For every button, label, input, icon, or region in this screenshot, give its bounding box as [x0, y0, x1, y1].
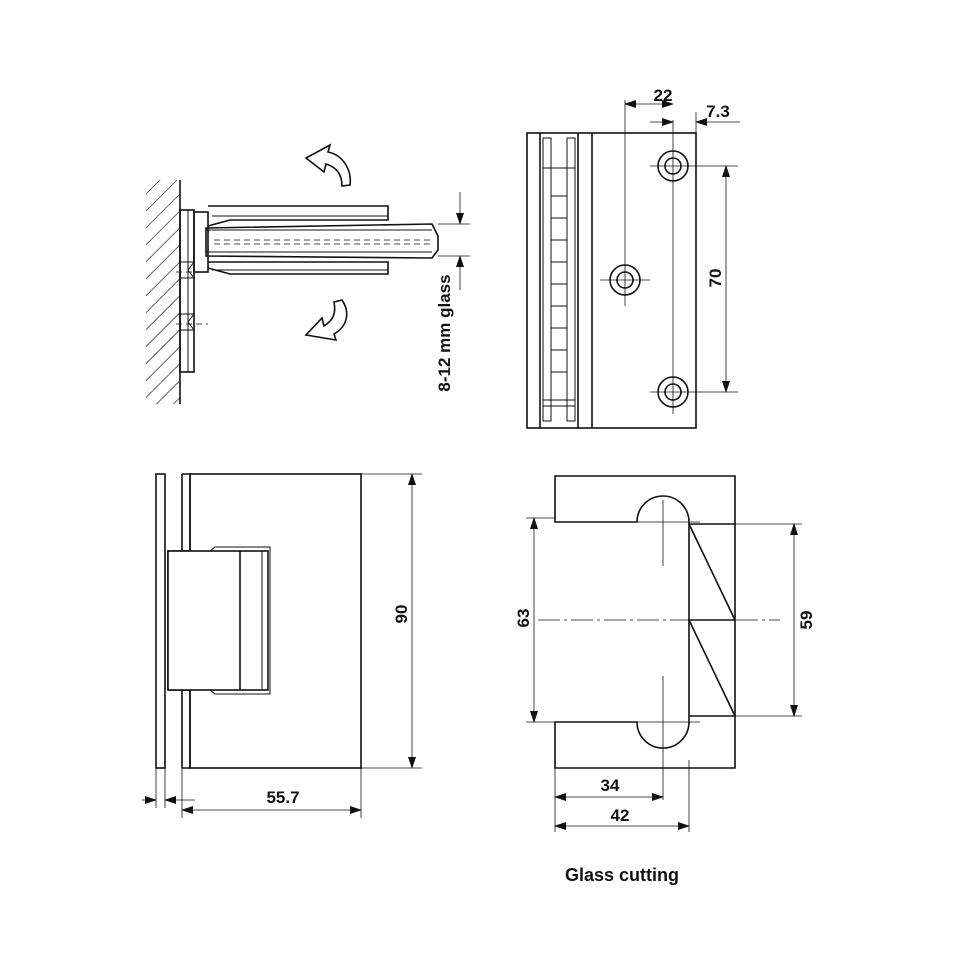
- dim-depth: 55.7: [266, 788, 299, 807]
- top-view: 90 55.7: [142, 473, 422, 818]
- dim-hole-offset: 22: [654, 86, 673, 105]
- front-view: 22 7.3 70: [526, 86, 740, 429]
- dim-cut-depth-outer: 42: [611, 806, 630, 825]
- wall-hatch: [146, 180, 180, 404]
- side-view: 8-12 mm glass: [146, 143, 470, 404]
- dim-edge-offset: 7.3: [706, 102, 730, 121]
- glass-cutting-caption: Glass cutting: [565, 865, 679, 885]
- glass-cutting-view: 63 59 34 42: [514, 475, 816, 832]
- swing-arrow-up-icon: [304, 143, 352, 187]
- dim-height: 90: [392, 605, 411, 624]
- swing-arrow-down-icon: [304, 299, 348, 342]
- dim-hole-spacing: 70: [706, 269, 725, 288]
- dim-cut-depth-inner: 34: [601, 776, 620, 795]
- glass-thickness-label: 8-12 mm glass: [435, 274, 454, 391]
- dim-cutout-outer: 63: [514, 609, 533, 628]
- dim-cutout-inner: 59: [797, 611, 816, 630]
